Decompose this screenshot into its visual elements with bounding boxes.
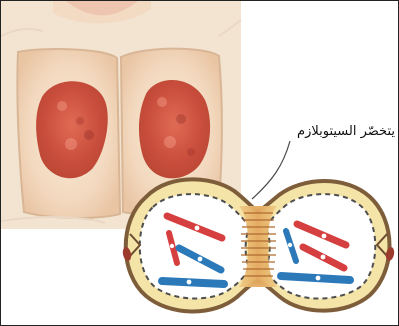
micrograph-chromatin-right (139, 80, 210, 178)
dividing-cell-diagram (122, 179, 396, 311)
cytoplasm-constriction-label: يتخصّر السيتوبلازم (297, 124, 395, 140)
daughter-cell-right (266, 194, 375, 298)
